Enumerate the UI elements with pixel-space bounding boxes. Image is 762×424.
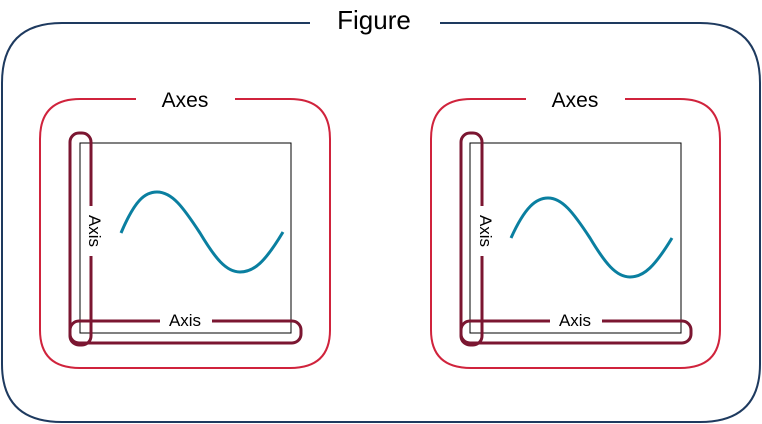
figure-container: Figure <box>0 5 761 423</box>
axes-left-border <box>39 98 331 369</box>
x-axis-left-label: Axis <box>169 311 201 330</box>
sine-curve-left <box>119 190 285 274</box>
axes-right: Axes Axis Axis <box>430 89 721 369</box>
y-axis-right-label: Axis <box>476 215 495 247</box>
x-axis-right-label: Axis <box>559 311 591 330</box>
plot-area-right <box>469 142 682 334</box>
y-axis-left-label: Axis <box>85 215 104 247</box>
axes-left-label: Axes <box>162 89 209 112</box>
x-axis-right-label-bg <box>550 308 602 330</box>
figure-label: Figure <box>337 5 411 35</box>
axes-right-label: Axes <box>552 89 599 112</box>
x-axis-left-label-bg <box>160 308 212 330</box>
sine-curve-right <box>509 196 674 279</box>
figure-border <box>0 22 761 423</box>
y-axis-left-label-bg <box>82 206 104 256</box>
plot-area-left <box>79 142 292 334</box>
axes-right-border <box>430 98 721 369</box>
axes-left: Axes Axis Axis <box>39 89 331 369</box>
y-axis-right-label-bg <box>473 206 495 256</box>
